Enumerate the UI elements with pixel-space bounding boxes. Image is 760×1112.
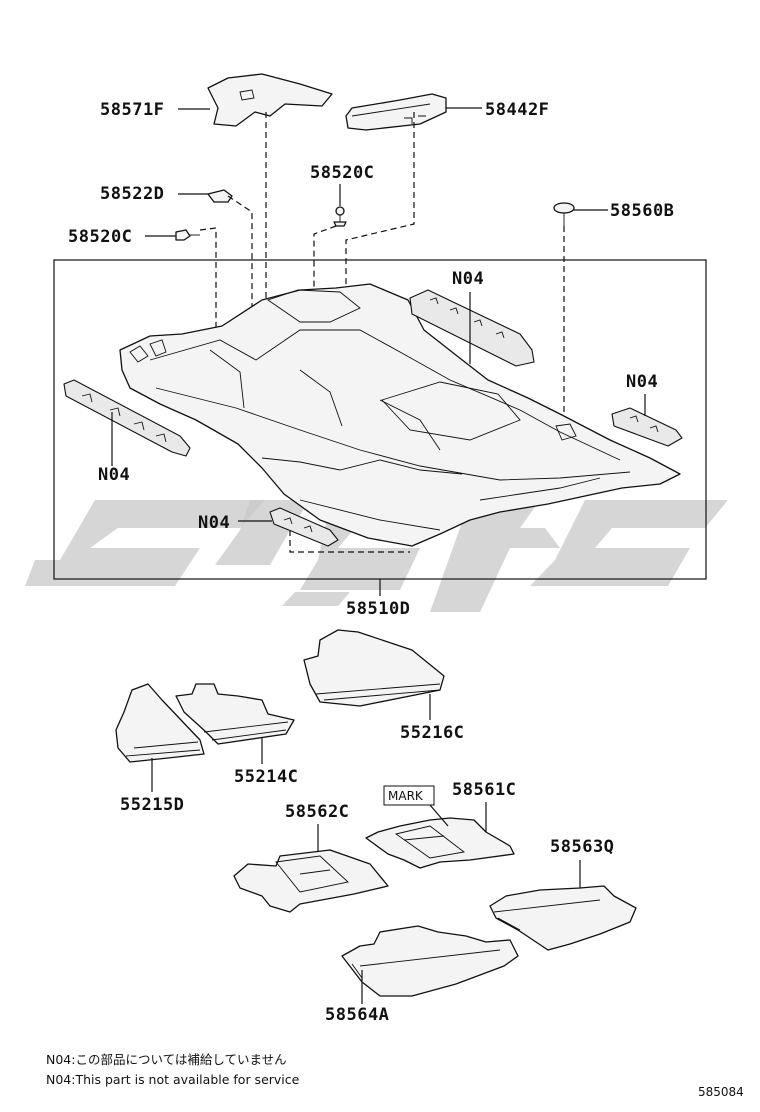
label-58561C: 58561C — [452, 780, 516, 800]
part-55214C-mat — [175, 683, 295, 745]
label-58522D: 58522D — [100, 184, 164, 204]
part-N04-bottom-bracket — [269, 507, 339, 547]
label-58560B: 58560B — [610, 201, 674, 221]
part-58562C-mat — [233, 849, 389, 913]
mark-label: MARK — [388, 789, 424, 803]
label-55214C: 55214C — [234, 767, 298, 787]
label-58571F: 58571F — [100, 100, 164, 120]
part-N04-left-bracket — [63, 379, 191, 457]
part-58560B-plug — [553, 202, 575, 226]
part-58564A-mat — [341, 925, 519, 997]
part-55216C-mat — [303, 629, 445, 707]
part-58561C-mat — [365, 817, 515, 869]
part-N04-right-bracket — [611, 407, 683, 447]
note-en: N04:This part is not available for servi… — [46, 1072, 300, 1087]
label-58564A: 58564A — [325, 1005, 389, 1025]
label-55215D: 55215D — [120, 795, 184, 815]
label-N04-bottom: N04 — [198, 513, 230, 533]
part-58520C-clip-upper — [333, 206, 347, 227]
label-58520C-upper: 58520C — [310, 163, 374, 183]
part-58520C-clip-left — [175, 229, 200, 241]
part-55215D-mat — [115, 683, 205, 763]
part-58442F-pad — [345, 93, 447, 131]
part-58522D-clip — [207, 189, 233, 203]
diagram-id: 585084 — [698, 1085, 744, 1099]
part-N04-top-bracket — [409, 289, 535, 367]
label-58562C: 58562C — [285, 802, 349, 822]
label-58442F: 58442F — [485, 100, 549, 120]
label-N04-left: N04 — [98, 465, 130, 485]
part-58510D-carpet — [119, 283, 681, 547]
label-N04-top: N04 — [452, 269, 484, 289]
part-58563Q-mat — [489, 885, 637, 951]
mark-callout: MARK — [383, 785, 449, 827]
label-58510D: 58510D — [346, 599, 410, 619]
label-58520C-left: 58520C — [68, 227, 132, 247]
part-58571F-pad — [207, 73, 333, 127]
label-58563Q: 58563Q — [550, 837, 614, 857]
label-55216C: 55216C — [400, 723, 464, 743]
label-N04-right: N04 — [626, 372, 658, 392]
note-jp: N04:この部品については補給していません — [46, 1052, 287, 1067]
